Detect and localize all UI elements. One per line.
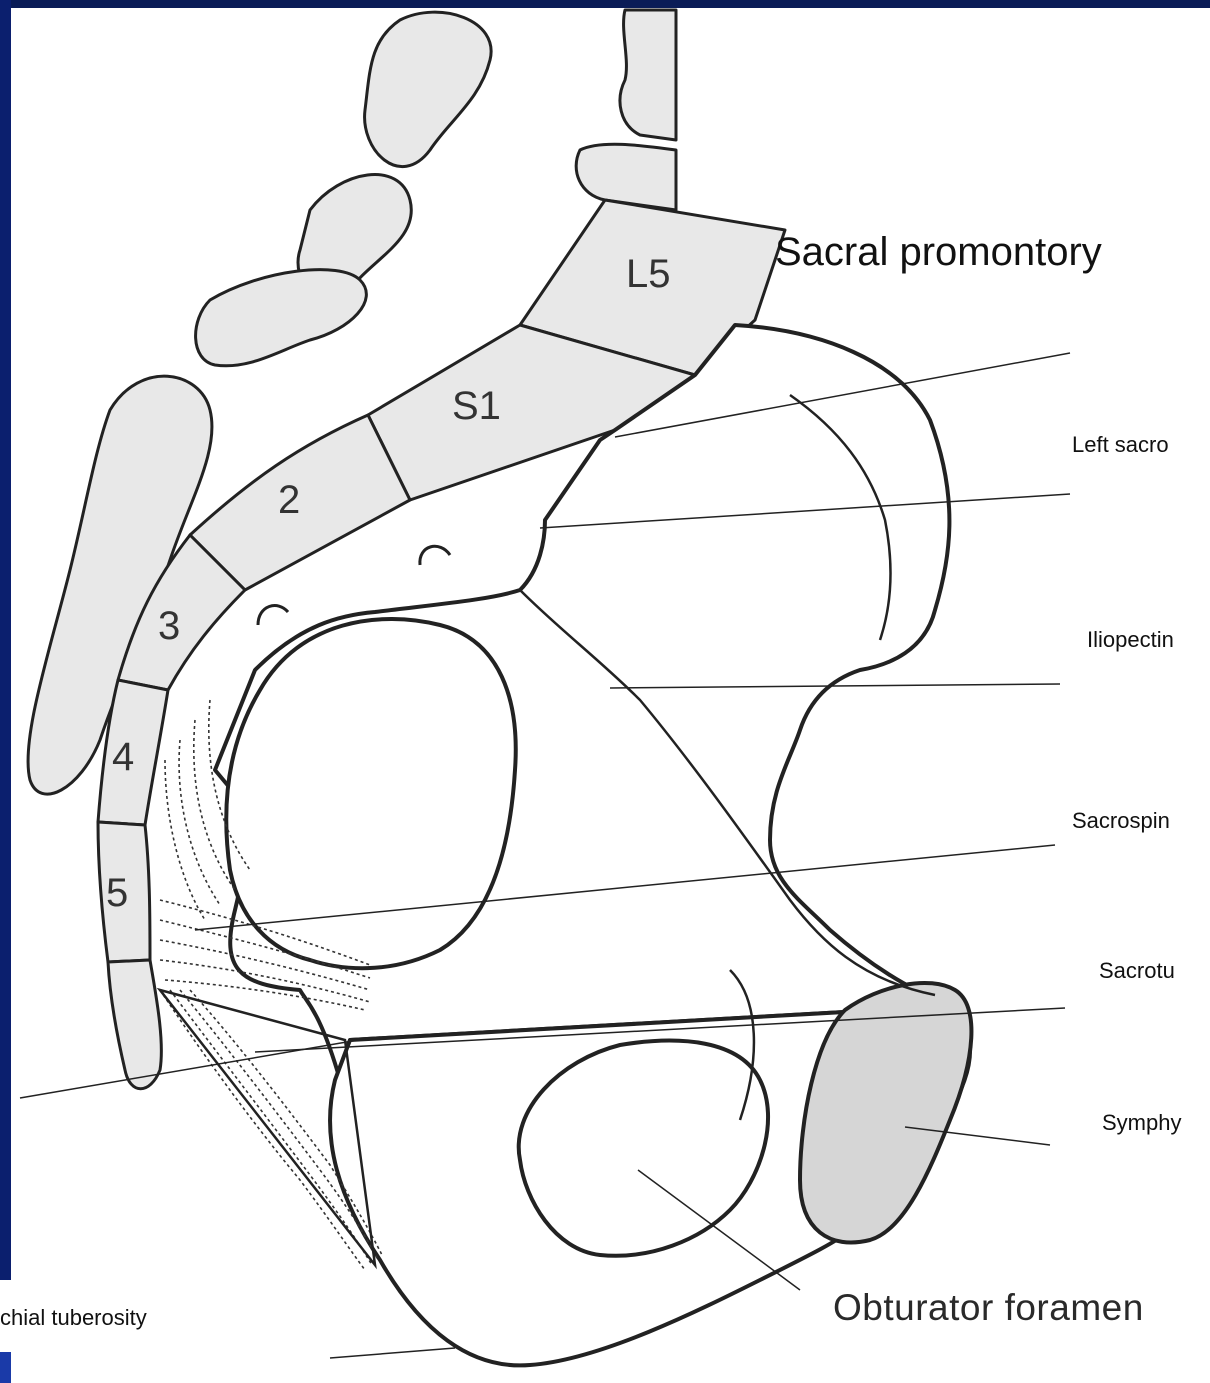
label-ischial-tuberosity: chial tuberosity xyxy=(0,1305,147,1331)
vertebra-label-l5: L5 xyxy=(626,252,671,297)
vertebra-label-s2: 2 xyxy=(278,478,300,523)
coccyx xyxy=(108,960,161,1089)
vertebra-label-s5: 5 xyxy=(106,871,128,916)
spinous-process-3 xyxy=(196,270,367,366)
vertebra-label-s4: 4 xyxy=(112,735,134,780)
label-iliopectin: Iliopectin xyxy=(1087,627,1174,653)
vertebra-label-s3: 3 xyxy=(158,604,180,649)
label-obturator-foramen: Obturator foramen xyxy=(833,1287,1144,1329)
leader-ischial xyxy=(20,1038,370,1098)
vertebra-label-s1: S1 xyxy=(452,384,501,429)
label-sacral-promontory: Sacral promontory xyxy=(775,230,1102,275)
sacral-foramen-2 xyxy=(258,606,288,625)
label-symphy: Symphy xyxy=(1102,1110,1181,1136)
label-sacrospin: Sacrospin xyxy=(1072,808,1170,834)
sacral-foramen-1 xyxy=(420,546,450,565)
lumbar-facet xyxy=(576,144,676,210)
spinous-process-1 xyxy=(365,12,492,166)
lumbar-body-upper xyxy=(620,10,676,140)
label-left-sacro: Left sacro xyxy=(1072,432,1169,458)
leader-ischial-bottom xyxy=(330,1348,455,1358)
label-sacrotu: Sacrotu xyxy=(1099,958,1175,984)
